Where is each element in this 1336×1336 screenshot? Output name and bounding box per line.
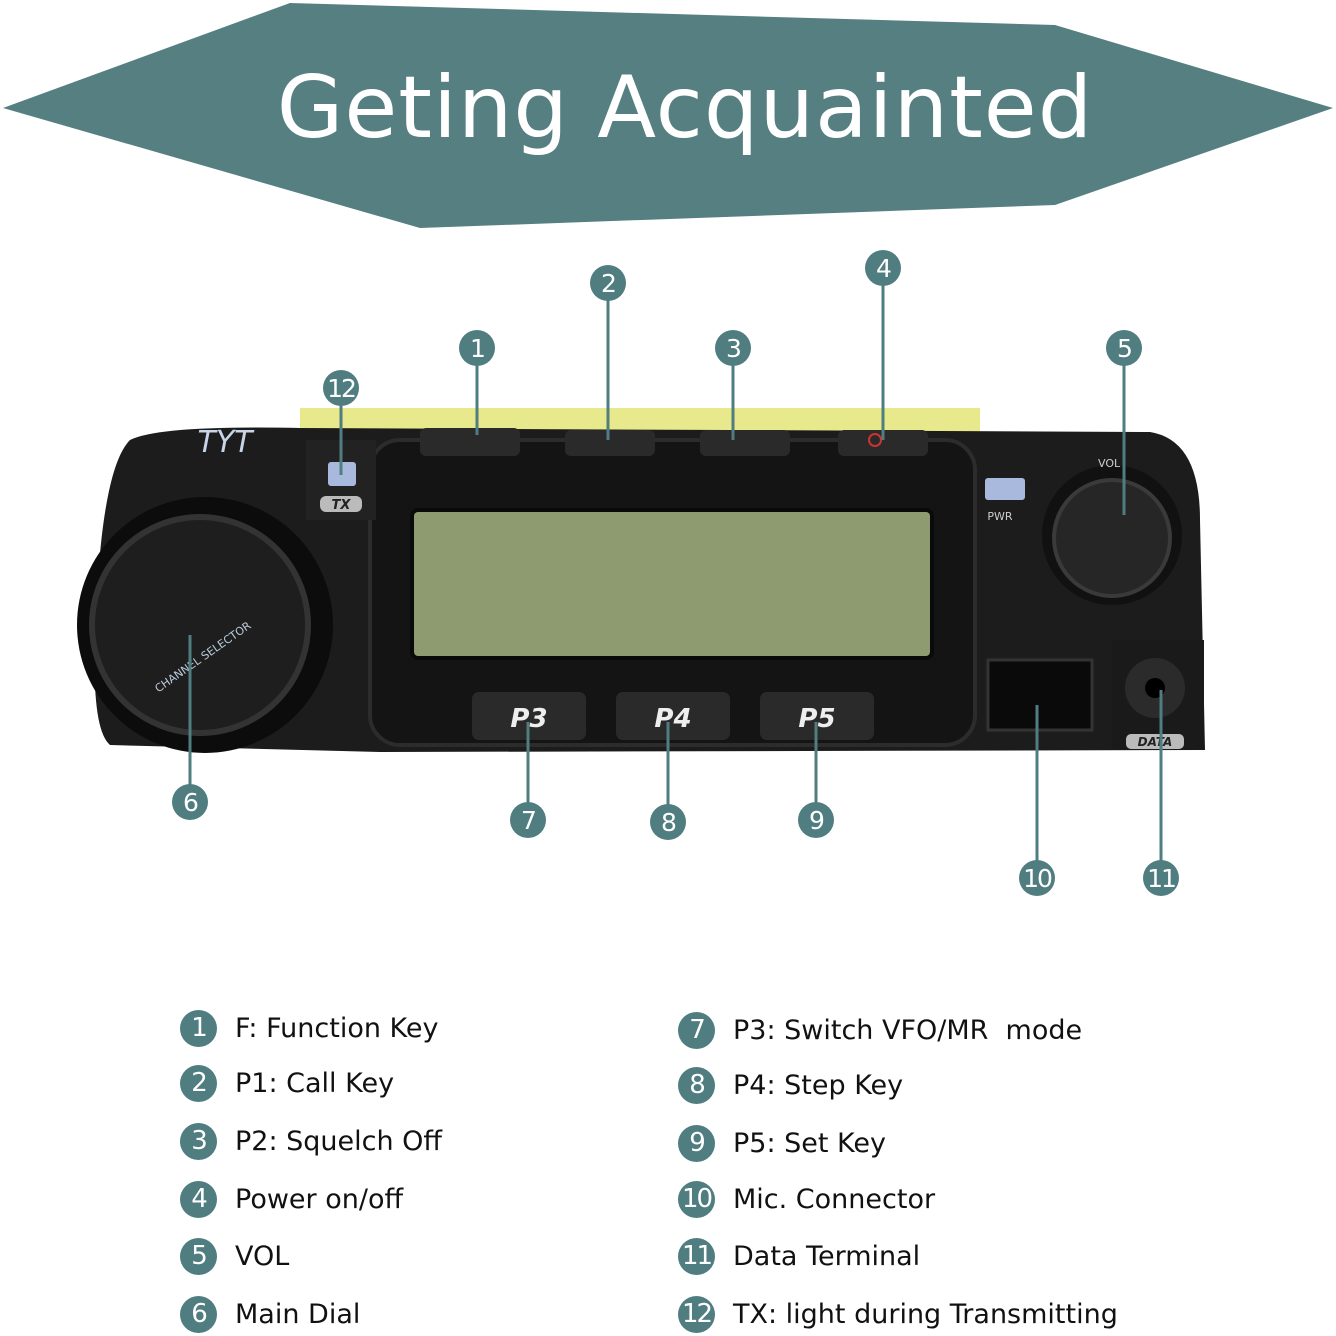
- legend-item: 5 VOL: [180, 1236, 289, 1276]
- callout-6: 6: [172, 635, 208, 820]
- callout-circle: [715, 330, 751, 366]
- legend-number-badge: 12: [678, 1295, 715, 1333]
- callout-circle: [172, 784, 208, 820]
- legend-item: 8 P4: Step Key: [678, 1065, 903, 1105]
- callout-circle: [323, 370, 359, 406]
- legend-number-badge: 4: [180, 1180, 217, 1218]
- legend-number-badge: 1: [180, 1009, 217, 1047]
- legend-item: 9 P5: Set Key: [678, 1123, 886, 1163]
- legend-text: Data Terminal: [733, 1240, 921, 1272]
- vol-knob[interactable]: [1052, 478, 1172, 598]
- vol-label: VOL: [1098, 457, 1121, 470]
- callout-2: 2: [590, 265, 626, 440]
- legend-text: Main Dial: [235, 1298, 361, 1330]
- title-banner: [3, 3, 1333, 228]
- tx-label-plate: [320, 496, 362, 512]
- legend-number-badge: 5: [180, 1237, 217, 1275]
- mic-connector[interactable]: [986, 658, 1094, 732]
- p1-call-key[interactable]: [565, 430, 655, 456]
- callout-number: 5: [1117, 334, 1131, 363]
- power-key[interactable]: [838, 430, 928, 456]
- brand-logo: TYT: [198, 425, 256, 460]
- legend-text: Mic. Connector: [733, 1183, 936, 1215]
- p4-key[interactable]: [616, 692, 730, 740]
- legend-item: 11 Data Terminal: [678, 1236, 920, 1276]
- callout-circle: [459, 330, 495, 366]
- callout-circle: [1019, 860, 1055, 896]
- callout-circle: [650, 804, 686, 840]
- legend-item: 10 Mic. Connector: [678, 1179, 935, 1219]
- legend-item: 3 P2: Squelch Off: [180, 1121, 442, 1161]
- legend-item: 12 TX: light during Transmitting: [678, 1294, 1118, 1334]
- callout-circle: [798, 802, 834, 838]
- callout-number: 6: [183, 788, 198, 817]
- legend-text: Power on/off: [235, 1183, 404, 1215]
- callout-4: 4: [865, 250, 901, 440]
- legend-number-badge: 6: [180, 1295, 217, 1333]
- data-label-plate: [1126, 734, 1184, 749]
- legend-text: P5: Set Key: [733, 1127, 887, 1159]
- data-label: DATA: [1138, 735, 1173, 749]
- legend-number-badge: 11: [678, 1237, 715, 1275]
- legend-number-badge: 2: [180, 1064, 217, 1102]
- legend-text: P4: Step Key: [733, 1069, 904, 1101]
- callout-number: 9: [809, 806, 824, 835]
- callout-circle: [590, 265, 626, 301]
- legend-item: 2 P1: Call Key: [180, 1063, 394, 1103]
- callout-number: 11: [1147, 864, 1175, 893]
- pwr-light: [985, 478, 1025, 500]
- lcd-display: [410, 508, 934, 660]
- callout-number: 10: [1023, 864, 1052, 893]
- callout-12: 12: [323, 370, 359, 475]
- callout-circle: [1106, 330, 1142, 366]
- main-dial[interactable]: [89, 514, 311, 736]
- legend-number-badge: 7: [678, 1011, 715, 1049]
- p2-squelch-key[interactable]: [700, 430, 790, 456]
- callout-1: 1: [459, 330, 495, 435]
- function-key[interactable]: [420, 428, 520, 456]
- callout-number: 1: [470, 334, 484, 363]
- callout-number: 8: [661, 808, 676, 837]
- p4-label: P4: [654, 704, 691, 734]
- callout-11: 11: [1143, 690, 1179, 896]
- legend-item: 7 P3: Switch VFO/MR mode: [678, 1010, 1082, 1050]
- legend-text: P2: Squelch Off: [235, 1125, 443, 1157]
- legend-text: P3: Switch VFO/MR mode: [733, 1014, 1083, 1046]
- callout-number: 12: [327, 374, 355, 403]
- callout-circle: [1143, 860, 1179, 896]
- p5-key[interactable]: [760, 692, 874, 740]
- legend-number-badge: 3: [180, 1122, 217, 1160]
- callout-number: 2: [601, 269, 615, 298]
- power-icon: [868, 433, 882, 447]
- callout-number: 4: [876, 254, 891, 283]
- callout-10: 10: [1019, 705, 1055, 896]
- legend-item: 1 F: Function Key: [180, 1008, 439, 1048]
- legend-number-badge: 10: [678, 1180, 715, 1218]
- callout-circle: [865, 250, 901, 286]
- legend-number-badge: 9: [678, 1124, 715, 1162]
- callout-9: 9: [798, 722, 834, 838]
- legend-text: F: Function Key: [235, 1012, 439, 1044]
- legend-item: 6 Main Dial: [180, 1294, 360, 1334]
- callout-number: 7: [521, 806, 535, 835]
- callout-7: 7: [510, 722, 546, 838]
- tx-label: TX: [332, 498, 352, 513]
- pwr-label: PWR: [987, 510, 1013, 523]
- callout-3: 3: [715, 330, 751, 440]
- callout-8: 8: [650, 722, 686, 840]
- callout-circle: [510, 802, 546, 838]
- callout-number: 3: [726, 334, 740, 363]
- legend-text: TX: light during Transmitting: [733, 1298, 1118, 1330]
- legend-number-badge: 8: [678, 1066, 715, 1104]
- legend-text: VOL: [235, 1240, 290, 1272]
- p3-key[interactable]: [472, 692, 586, 740]
- banner-title: Geting Acquainted: [276, 58, 1094, 158]
- legend-item: 4 Power on/off: [180, 1179, 403, 1219]
- callout-5: 5: [1106, 330, 1142, 515]
- legend-text: P1: Call Key: [235, 1067, 395, 1099]
